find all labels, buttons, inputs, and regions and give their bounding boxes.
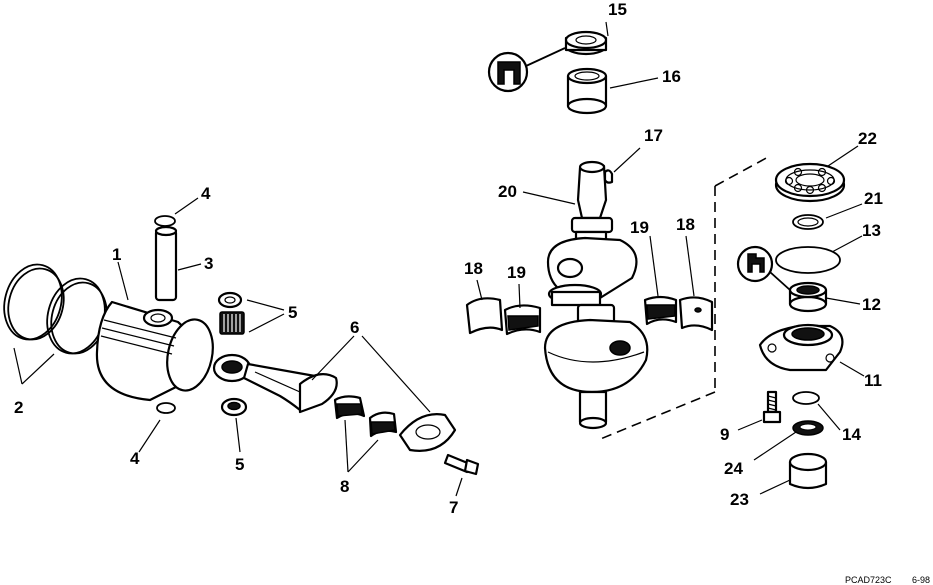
retaining-clip-upper [154, 215, 176, 227]
rod-bearing-pair [333, 395, 398, 438]
callout-1: 1 [112, 245, 121, 264]
callout-4-lower: 4 [130, 449, 140, 468]
lower-bearing-housing [758, 323, 844, 372]
woodruff-key [603, 169, 614, 184]
callout-17: 17 [644, 126, 663, 145]
callout-20: 20 [498, 182, 517, 201]
callout-24: 24 [724, 459, 743, 478]
connecting-rod [212, 353, 338, 414]
callout-leaders [13, 21, 865, 497]
figure-date: 6-98 [912, 575, 930, 585]
callout-19-left: 19 [507, 263, 526, 282]
callout-23: 23 [730, 490, 749, 509]
small-seal [792, 420, 824, 436]
piston [95, 300, 214, 402]
ball-bearing [774, 162, 846, 203]
sealant-icon-lower [736, 245, 791, 291]
callout-5-upper: 5 [288, 303, 297, 322]
callout-22: 22 [858, 129, 877, 148]
housing-screw [762, 390, 782, 424]
callout-2: 2 [14, 398, 23, 417]
end-cap [788, 452, 828, 490]
callout-7: 7 [449, 498, 458, 517]
callout-9: 9 [720, 425, 729, 444]
callout-18-left: 18 [464, 259, 483, 278]
callout-13: 13 [862, 221, 881, 240]
wrist-pin-bearing [217, 291, 248, 417]
callout-16: 16 [662, 67, 681, 86]
small-o-ring [792, 391, 820, 405]
callout-14: 14 [842, 425, 861, 444]
retaining-ring [792, 214, 824, 230]
wrist-pin [154, 225, 178, 302]
callout-15: 15 [608, 0, 627, 19]
main-bearing-right [643, 295, 714, 332]
callout-21: 21 [864, 189, 883, 208]
o-ring [775, 246, 841, 274]
callout-4-upper: 4 [201, 184, 211, 203]
callout-3: 3 [204, 254, 213, 273]
retaining-clip-lower [156, 402, 176, 414]
rod-cap [398, 413, 457, 452]
callout-19-right: 19 [630, 218, 649, 237]
callout-5-lower: 5 [235, 455, 244, 474]
callout-12: 12 [862, 295, 881, 314]
callout-11: 11 [864, 371, 882, 390]
assembly-centerlines [597, 155, 771, 441]
upper-seal [564, 30, 608, 56]
callout-6: 6 [350, 318, 359, 337]
rod-cap-bolt [443, 453, 480, 476]
sealant-icon [487, 47, 566, 93]
lower-seal [788, 281, 828, 313]
figure-code: PCAD723C [845, 575, 892, 585]
upper-needle-bearing [566, 67, 608, 115]
crankshaft [543, 160, 649, 430]
callout-8: 8 [340, 477, 349, 496]
callout-18-right: 18 [676, 215, 695, 234]
callout-labels: 1 2 3 4 4 5 5 6 7 8 9 11 12 13 14 15 16 … [14, 0, 883, 517]
main-bearing-left [465, 297, 542, 336]
